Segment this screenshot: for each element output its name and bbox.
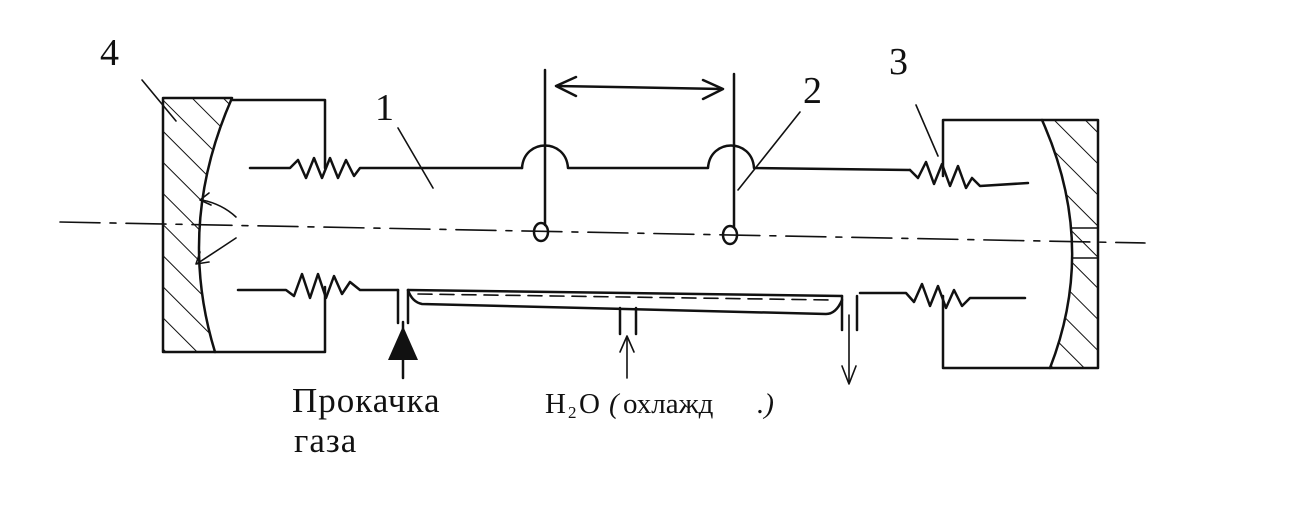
caption-water-cooling: H 2 O ( охлажд .) [545,388,774,422]
tube-upper-wall [248,144,1030,190]
left-mirror [161,96,327,354]
water-jacket [406,288,859,385]
electrode-distance-arrow [554,75,725,101]
reflection-arrows [195,192,237,265]
label-3: 3 [889,41,908,83]
leader-lines [141,79,939,191]
caption-gas-pump-line2: газа [294,421,357,460]
tube-lower-wall [236,272,1027,310]
optical-axis [59,221,1146,244]
caption-gas-pump-line1: Прокачка [292,381,441,420]
label-2: 2 [803,70,822,112]
water-paren-open: ( [609,388,621,420]
water-word: охлажд [623,388,714,420]
gas-pump-inlet [388,288,418,380]
water-subscript: 2 [568,403,577,422]
label-4: 4 [100,32,119,74]
water-h: H [545,388,566,420]
electrodes [532,68,739,246]
label-1: 1 [375,87,394,129]
water-o: O [579,388,600,420]
water-paren-close: .) [757,388,774,420]
right-mirror [941,118,1100,370]
